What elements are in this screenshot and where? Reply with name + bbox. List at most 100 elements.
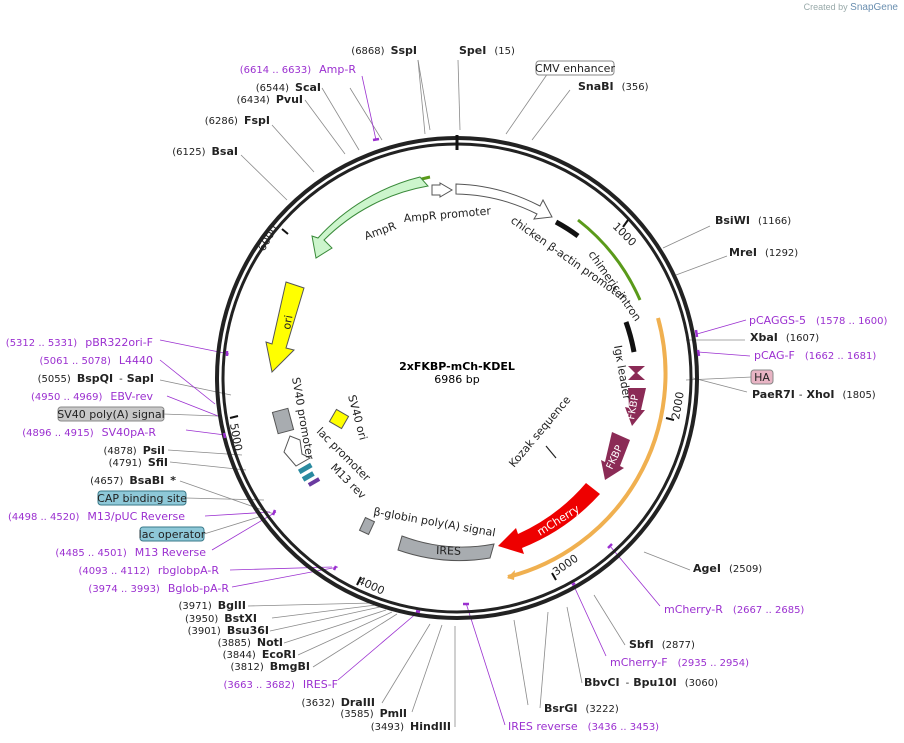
site-label: MreI(1292) bbox=[729, 246, 798, 259]
lacop-box bbox=[139, 526, 205, 542]
site-label: PaeR7I-XhoI(1805) bbox=[752, 388, 876, 401]
intron-label: chimeric intron bbox=[586, 248, 644, 323]
tick-label-6000: 6000 bbox=[255, 223, 280, 254]
lac-promoter-feature bbox=[283, 435, 312, 467]
cmv-box bbox=[535, 60, 615, 76]
primer-label: mCherry-R(2667 .. 2685) bbox=[664, 603, 804, 616]
primer-labels-left: (6614 .. 6633)Amp-R (3663 .. 3682)IRES-F… bbox=[6, 63, 357, 691]
site-label: BbvCI-Bpu10I(3060) bbox=[584, 676, 718, 689]
primer-label: pCAGGS-5(1578 .. 1600) bbox=[749, 314, 888, 327]
site-label: (3585)PmlI bbox=[340, 707, 407, 720]
tick-label-5000: 5000 bbox=[227, 422, 245, 452]
lacop-label: lac operator bbox=[139, 528, 206, 541]
orange-region-arc bbox=[507, 317, 668, 579]
fkbp1-feature bbox=[625, 388, 646, 426]
site-label: (4657)BsaBI* bbox=[90, 474, 176, 487]
primer-label: mCherry-F(2935 .. 2954) bbox=[610, 656, 749, 669]
tick-label-3000: 3000 bbox=[550, 552, 580, 579]
site-label: AgeI(2509) bbox=[693, 562, 762, 575]
ha-label: HA bbox=[754, 371, 770, 384]
mcherry-label: mCherry bbox=[535, 502, 583, 538]
sv40ori-label: SV40 ori bbox=[345, 393, 370, 441]
primer-label: (3974 .. 3993)Bglob-pA-R bbox=[88, 582, 229, 595]
primer-marks bbox=[222, 137, 701, 614]
site-label: (6286)FspI bbox=[205, 114, 270, 127]
site-label: BsrGI(3222) bbox=[544, 702, 619, 715]
sv40pa-label: SV40 poly(A) signal bbox=[57, 408, 164, 421]
primer-label: (4485 .. 4501)M13 Reverse bbox=[55, 546, 206, 559]
kozak-label: Kozak sequence bbox=[506, 393, 573, 470]
tick-label-2000: 2000 bbox=[669, 391, 687, 421]
sv40-promoter-feature bbox=[271, 407, 295, 435]
ampr-feature bbox=[311, 176, 429, 259]
igk-leader-feature bbox=[628, 366, 645, 374]
mcherry-feature bbox=[498, 483, 600, 554]
ori-label: ori bbox=[280, 314, 295, 330]
site-label: SbfI(2877) bbox=[629, 638, 695, 651]
site-labels-left: (3493)HindIII (3585)PmlI (3632)DraIII (3… bbox=[38, 44, 451, 733]
site-label: (6868)SspI bbox=[351, 44, 417, 57]
plasmid-name: 2xFKBP-mCh-KDEL bbox=[399, 360, 515, 373]
primer-labels: pCAGGS-5(1578 .. 1600) pCAG-F(1662 .. 16… bbox=[508, 314, 888, 733]
site-label: (5055)BspQI-SapI bbox=[38, 372, 154, 385]
ires-feature bbox=[397, 535, 495, 562]
ampr-promoter-feature bbox=[431, 182, 453, 198]
site-label: (3493)HindIII bbox=[371, 720, 451, 733]
site-label: (4791)SfiI bbox=[109, 456, 168, 469]
ori-feature bbox=[265, 281, 305, 374]
snapgene-credit: Created by SnapGene bbox=[804, 2, 898, 13]
orange-region-arrow bbox=[507, 570, 515, 580]
sv40pa-box bbox=[57, 406, 165, 422]
primer-label: (5061 .. 5078)L4440 bbox=[39, 354, 153, 367]
site-label: (3844)EcoRI bbox=[223, 648, 296, 661]
snapgene-logo: SnapGene bbox=[850, 2, 898, 13]
credit-prefix: Created by bbox=[803, 2, 848, 12]
bglobin-feature bbox=[358, 516, 376, 536]
site-label: (3971)BglII bbox=[179, 599, 246, 612]
cap-feature bbox=[307, 477, 321, 487]
bglobin-label: β-globin poly(A) signal bbox=[372, 505, 496, 539]
site-label: (4878)PsiI bbox=[103, 444, 165, 457]
primer-label: (4896 .. 4915)SV40pA-R bbox=[22, 426, 156, 439]
sv40-ori-feature bbox=[328, 408, 350, 430]
green-region-arc bbox=[577, 218, 642, 301]
primer-label: pCAG-F(1662 .. 1681) bbox=[754, 349, 876, 362]
site-label: (3812)BmgBI bbox=[231, 660, 310, 673]
site-label: (3632)DraIII bbox=[301, 696, 375, 709]
site-label: (3950)BstXI bbox=[185, 612, 257, 625]
site-label: (6434)PvuI bbox=[237, 93, 303, 106]
features bbox=[265, 176, 646, 562]
site-label: BsiWI(1166) bbox=[715, 214, 791, 227]
site-label: SpeI(15) bbox=[459, 44, 515, 57]
primer-label: (4093 .. 4112)rbglobpA-R bbox=[78, 564, 219, 577]
primer-label: (5312 .. 5331)pBR322ori-F bbox=[6, 336, 153, 349]
cba-promoter-feature bbox=[455, 183, 553, 220]
boxed-labels: CMV enhancer HA SV40 poly(A) signal CAP … bbox=[57, 60, 774, 542]
ampr-promoter-label: AmpR promoter bbox=[403, 204, 492, 225]
site-label: SnaBI(356) bbox=[578, 80, 649, 93]
cap-label: CAP binding site bbox=[97, 492, 187, 505]
primer-label: (3663 .. 3682)IRES-F bbox=[223, 678, 338, 691]
primer-label: (4950 .. 4969)EBV-rev bbox=[31, 390, 153, 403]
site-label: XbaI(1607) bbox=[750, 331, 819, 344]
site-label: (3885)NotI bbox=[218, 636, 283, 649]
fkbp1-label: FKBP bbox=[626, 394, 641, 421]
primer-label: (4498 .. 4520)M13/pUC Reverse bbox=[8, 510, 185, 523]
site-labels: SpeI(15) SnaBI(356) BsiWI(1166) MreI(129… bbox=[459, 44, 876, 715]
ha-box bbox=[750, 369, 774, 385]
cmv-label: CMV enhancer bbox=[535, 62, 615, 75]
tick-label-4000: 4000 bbox=[356, 574, 387, 598]
kozak-marker bbox=[545, 445, 557, 459]
site-label: (6544)ScaI bbox=[256, 81, 321, 94]
primer-label: IRES reverse(3436 .. 3453) bbox=[508, 720, 659, 733]
intron-feature bbox=[554, 219, 580, 239]
plasmid-backbone bbox=[215, 135, 699, 620]
lacop-feature bbox=[301, 471, 315, 482]
fkbp2-feature bbox=[601, 432, 630, 480]
ampr-label: AmpR bbox=[363, 219, 399, 243]
cap-box bbox=[97, 490, 187, 506]
igk-label: Igκ leader bbox=[611, 344, 633, 401]
intron-line bbox=[623, 321, 637, 353]
primer-label: (6614 .. 6633)Amp-R bbox=[240, 63, 357, 76]
